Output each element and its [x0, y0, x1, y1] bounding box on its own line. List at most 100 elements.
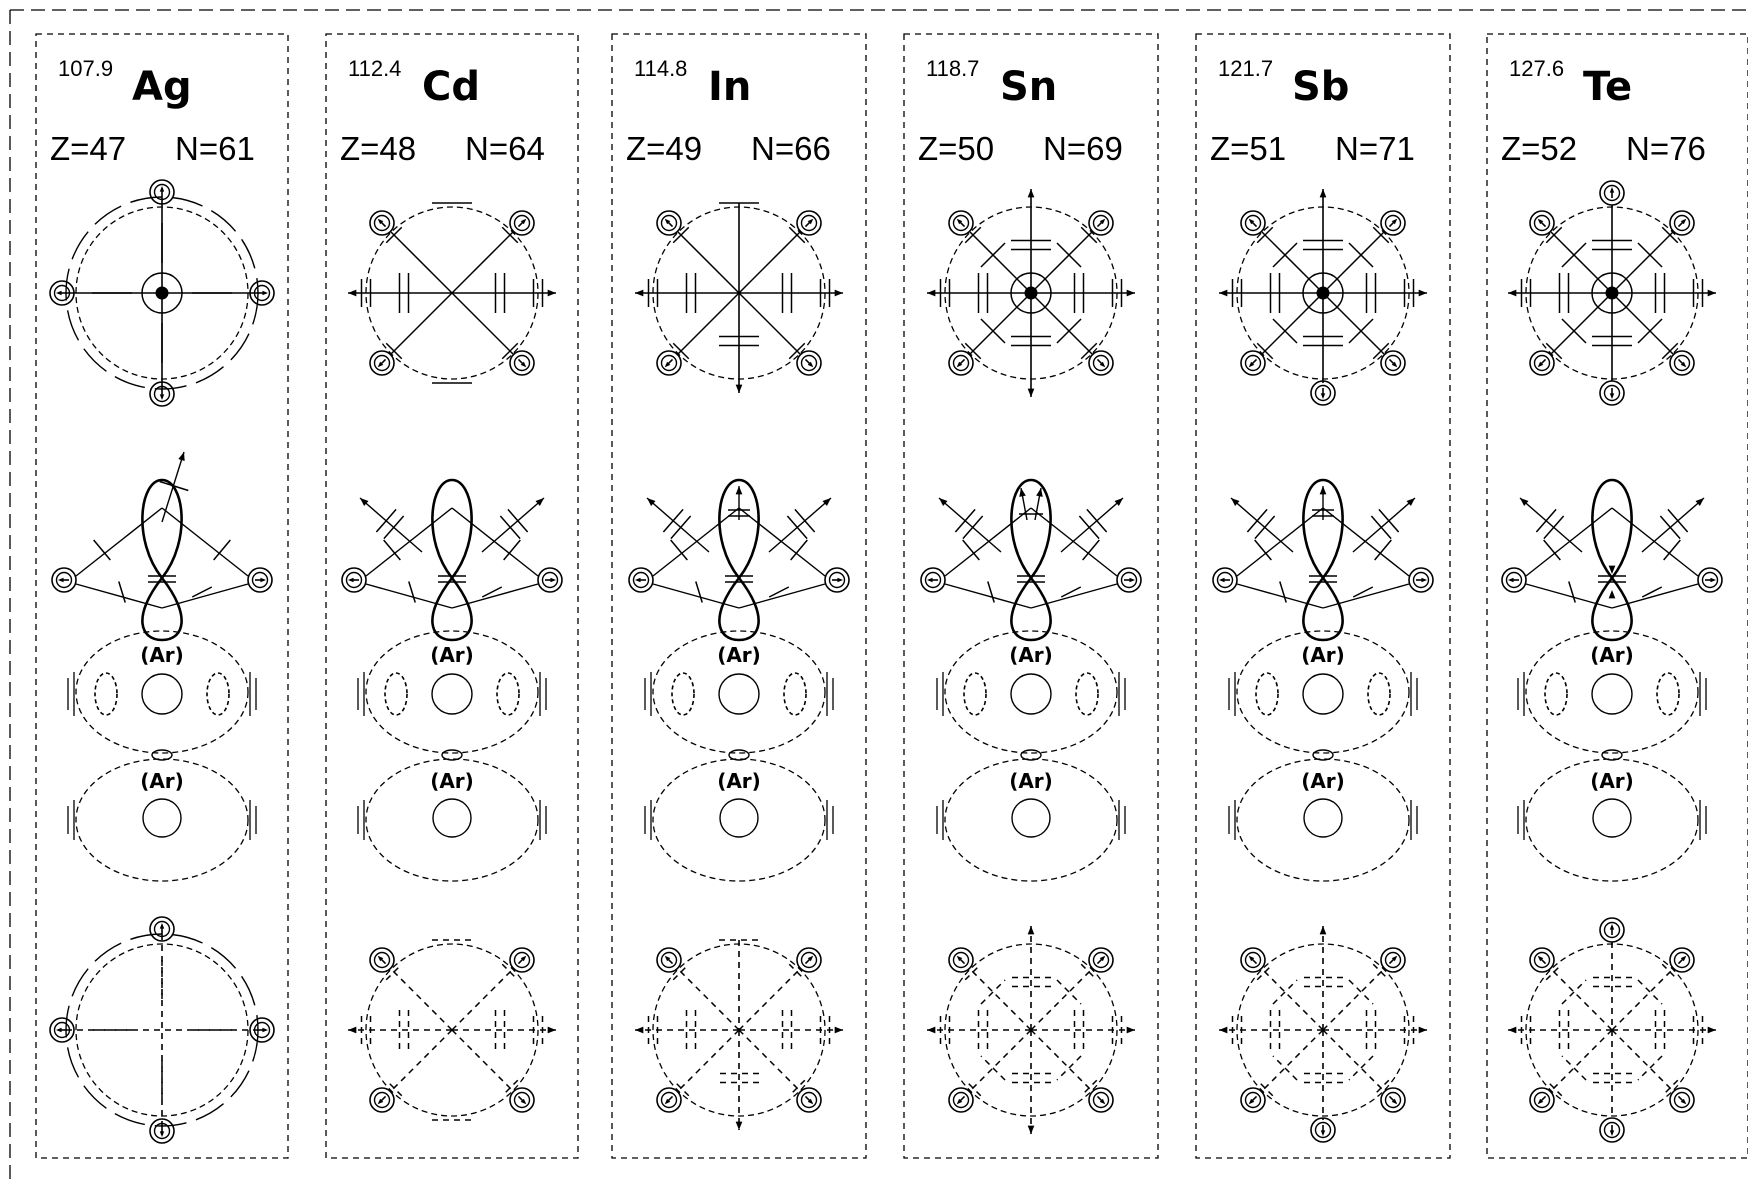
corner-marker — [949, 351, 973, 375]
upper-shell-diagram — [1219, 189, 1427, 405]
core-label-top: (Ar) — [430, 643, 474, 667]
core-label-bottom: (Ar) — [1590, 769, 1634, 793]
corner-marker — [657, 351, 681, 375]
upper-shell-diagram — [635, 203, 843, 393]
corner-marker — [949, 1088, 973, 1112]
proton-count: Z=51 — [1210, 130, 1286, 167]
corner-marker — [657, 211, 681, 235]
core-label-top: (Ar) — [717, 643, 761, 667]
core-label-top: (Ar) — [1590, 643, 1634, 667]
panel-border — [1487, 34, 1748, 1158]
lower-shell-diagram — [50, 917, 274, 1143]
corner-marker — [1089, 1088, 1113, 1112]
element-symbol: Sb — [1292, 64, 1349, 110]
side-marker-right — [825, 568, 849, 592]
element-panel-sn: 118.7 SnZ=50 N=69 (Ar) (Ar) — [904, 34, 1158, 1158]
core-shells: (Ar) (Ar) — [937, 631, 1125, 881]
atomic-mass: 114.8 — [634, 56, 687, 81]
atomic-mass: 107.9 — [58, 56, 113, 81]
corner-marker — [1089, 948, 1113, 972]
corner-marker — [1241, 211, 1265, 235]
proton-count: Z=47 — [50, 130, 126, 167]
side-marker-top — [1600, 181, 1624, 205]
neutron-count: N=69 — [1043, 130, 1123, 167]
proton-count: Z=50 — [918, 130, 994, 167]
neutron-count: N=71 — [1335, 130, 1415, 167]
side-marker-left — [629, 568, 653, 592]
bond-diagram — [1213, 480, 1433, 640]
side-marker-left — [1502, 568, 1526, 592]
upper-shell-diagram — [348, 203, 556, 383]
bond-diagram — [921, 480, 1141, 640]
core-label-bottom: (Ar) — [1009, 769, 1053, 793]
neutron-count: N=64 — [465, 130, 545, 167]
corner-marker — [370, 948, 394, 972]
element-panel-sb: 121.7SbZ=51N=71(Ar)(Ar) — [1196, 34, 1450, 1158]
corner-marker — [1670, 211, 1694, 235]
lower-shell-diagram — [635, 940, 843, 1130]
upper-shell-diagram — [1508, 181, 1716, 405]
corner-marker — [1089, 351, 1113, 375]
proton-count: Z=49 — [626, 130, 702, 167]
side-marker-right — [1117, 568, 1141, 592]
corner-marker — [1089, 211, 1113, 235]
corner-marker — [1530, 211, 1554, 235]
corner-marker — [797, 211, 821, 235]
corner-marker — [510, 211, 534, 235]
element-symbol: Cd — [422, 64, 480, 110]
corner-marker — [797, 1088, 821, 1112]
corner-marker — [1381, 211, 1405, 235]
core-label-bottom: (Ar) — [430, 769, 474, 793]
upper-shell-diagram — [927, 189, 1135, 397]
corner-marker — [797, 351, 821, 375]
element-symbol: Sn — [1000, 64, 1057, 110]
corner-marker — [949, 211, 973, 235]
corner-marker — [370, 351, 394, 375]
corner-marker — [1381, 351, 1405, 375]
lower-shell-diagram — [1219, 926, 1427, 1142]
orbital-lobe — [1592, 480, 1631, 640]
element-panel-cd: 112.4CdZ=48N=64(Ar)(Ar) — [326, 34, 578, 1158]
core-label-bottom: (Ar) — [1301, 769, 1345, 793]
lower-shell-diagram — [1508, 918, 1716, 1142]
neutron-count: N=61 — [175, 130, 255, 167]
bond-diagram — [629, 480, 849, 640]
side-marker-left — [52, 568, 76, 592]
corner-marker — [1670, 1088, 1694, 1112]
proton-count: Z=52 — [1501, 130, 1577, 167]
core-label-top: (Ar) — [1301, 643, 1345, 667]
corner-marker — [510, 1088, 534, 1112]
core-label-top: (Ar) — [1009, 643, 1053, 667]
core-label-bottom: (Ar) — [140, 769, 184, 793]
corner-marker — [1381, 948, 1405, 972]
corner-marker — [1670, 948, 1694, 972]
bond-diagram — [52, 452, 272, 640]
orbital-lobe — [142, 480, 181, 640]
atomic-mass: 127.6 — [1509, 56, 1564, 81]
corner-marker — [657, 1088, 681, 1112]
element-symbol: Ag — [132, 64, 192, 110]
corner-marker — [510, 948, 534, 972]
lower-shell-diagram — [348, 940, 556, 1120]
neutron-count: N=76 — [1626, 130, 1706, 167]
side-marker-bottom — [1311, 381, 1335, 405]
corner-marker — [1381, 1088, 1405, 1112]
corner-marker — [1530, 351, 1554, 375]
corner-marker — [1241, 948, 1265, 972]
atomic-mass: 118.7 — [926, 56, 979, 81]
side-marker-bottom — [1600, 381, 1624, 405]
atomic-mass: 112.4 — [348, 56, 401, 81]
core-shells: (Ar) (Ar) — [358, 631, 546, 881]
corner-marker — [1241, 1088, 1265, 1112]
orbital-lobe — [1011, 480, 1050, 640]
upper-shell-diagram — [50, 180, 274, 406]
side-marker-right — [248, 568, 272, 592]
neutron-count: N=66 — [751, 130, 831, 167]
core-shells: (Ar) (Ar) — [1518, 631, 1706, 881]
side-marker-right — [538, 568, 562, 592]
